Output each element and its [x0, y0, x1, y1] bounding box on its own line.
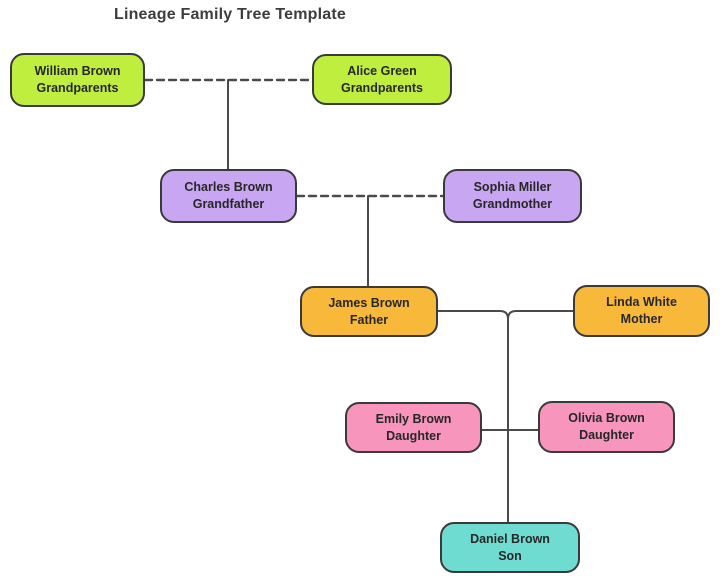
node-role-label: Daughter [386, 428, 441, 443]
node-charles-brown[interactable]: Charles Brown Grandfather [160, 169, 297, 223]
node-role-label: Grandmother [472, 197, 553, 211]
node-name-label: Linda White [606, 295, 677, 310]
node-william-brown[interactable]: William Brown Grandparents [10, 53, 145, 107]
node-james-brown[interactable]: James Brown Father [300, 286, 438, 337]
node-name-label: Charles Brown [184, 180, 273, 195]
node-olivia-brown[interactable]: Olivia Brown Daughter [538, 401, 675, 453]
node-role-label: Grandparents [341, 80, 423, 95]
node-name-label: Alice Green [347, 63, 417, 78]
node-role-label: Grandparents [36, 81, 119, 95]
node-name-label: Daniel Brown [470, 531, 550, 546]
diagram-title: Lineage Family Tree Template [113, 6, 347, 23]
node-name-label: James Brown [328, 295, 410, 310]
edge-linda-to-children [507, 310, 574, 320]
node-sophia-miller[interactable]: Sophia Miller Grandmother [443, 169, 582, 223]
node-role-label: Grandfather [192, 197, 265, 211]
node-name-label: Emily Brown [375, 411, 452, 426]
node-role-label: Son [498, 548, 522, 563]
node-role-label: Mother [620, 312, 663, 326]
node-role-label: Daughter [579, 428, 634, 442]
node-name-label: Olivia Brown [568, 411, 645, 426]
node-role-label: Father [349, 312, 389, 327]
node-alice-green[interactable]: Alice Green Grandparents [312, 54, 452, 105]
node-linda-white[interactable]: Linda White Mother [573, 285, 710, 337]
node-emily-brown[interactable]: Emily Brown Daughter [345, 402, 482, 453]
node-name-label: Sophia Miller [473, 180, 552, 195]
node-daniel-brown[interactable]: Daniel Brown Son [440, 522, 580, 573]
node-name-label: William Brown [34, 64, 121, 79]
